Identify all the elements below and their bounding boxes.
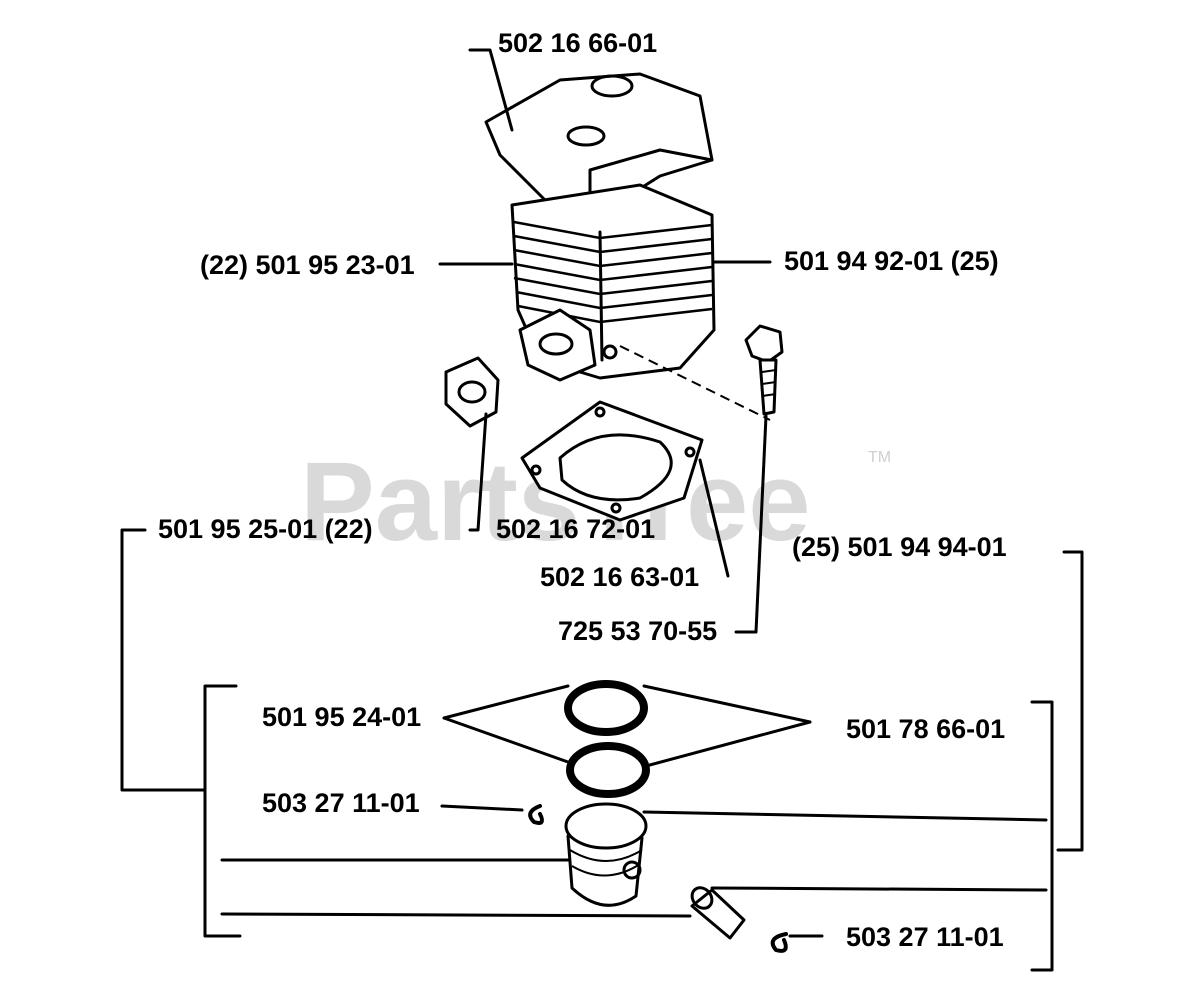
- piston-part[interactable]: [564, 802, 648, 907]
- circlip-bottom-part[interactable]: [770, 932, 788, 953]
- callout-ring-right: 501 78 66-01: [846, 714, 1005, 744]
- callout-labels: 502 16 66-01 (22) 501 95 23-01 501 94 92…: [158, 28, 1007, 952]
- callout-cylinder-cover: 502 16 66-01: [498, 28, 657, 58]
- callout-cylinder-right: 501 94 92-01 (25): [784, 246, 999, 276]
- exhaust-gasket-part[interactable]: [444, 356, 500, 428]
- screw-part[interactable]: [744, 324, 784, 416]
- callout-ring-left: 501 95 24-01: [262, 702, 421, 732]
- piston-ring-upper-part[interactable]: [564, 680, 648, 736]
- callout-cylinder-gasket: 502 16 63-01: [540, 562, 699, 592]
- callout-circlip-top: 503 27 11-01: [262, 788, 420, 818]
- leader-lines: [120, 48, 1084, 972]
- piston-ring-lower-part[interactable]: [566, 742, 650, 798]
- cylinder-part[interactable]: [510, 183, 716, 382]
- callout-screw: 725 53 70-55: [558, 616, 717, 646]
- alignment-line: [619, 345, 771, 421]
- callout-piston-kit-left: 501 95 25-01 (22): [158, 514, 373, 544]
- cylinder-gasket-part[interactable]: [520, 400, 704, 522]
- circlip-top-part[interactable]: [528, 804, 544, 825]
- piston-pin-part[interactable]: [688, 884, 746, 940]
- watermark-trademark: TM: [868, 449, 891, 466]
- callout-exhaust-gasket: 502 16 72-01: [496, 514, 655, 544]
- callout-circlip-bottom: 503 27 11-01: [846, 922, 1004, 952]
- callout-cylinder-left: (22) 501 95 23-01: [200, 250, 415, 280]
- callout-piston-kit-right: (25) 501 94 94-01: [792, 532, 1007, 562]
